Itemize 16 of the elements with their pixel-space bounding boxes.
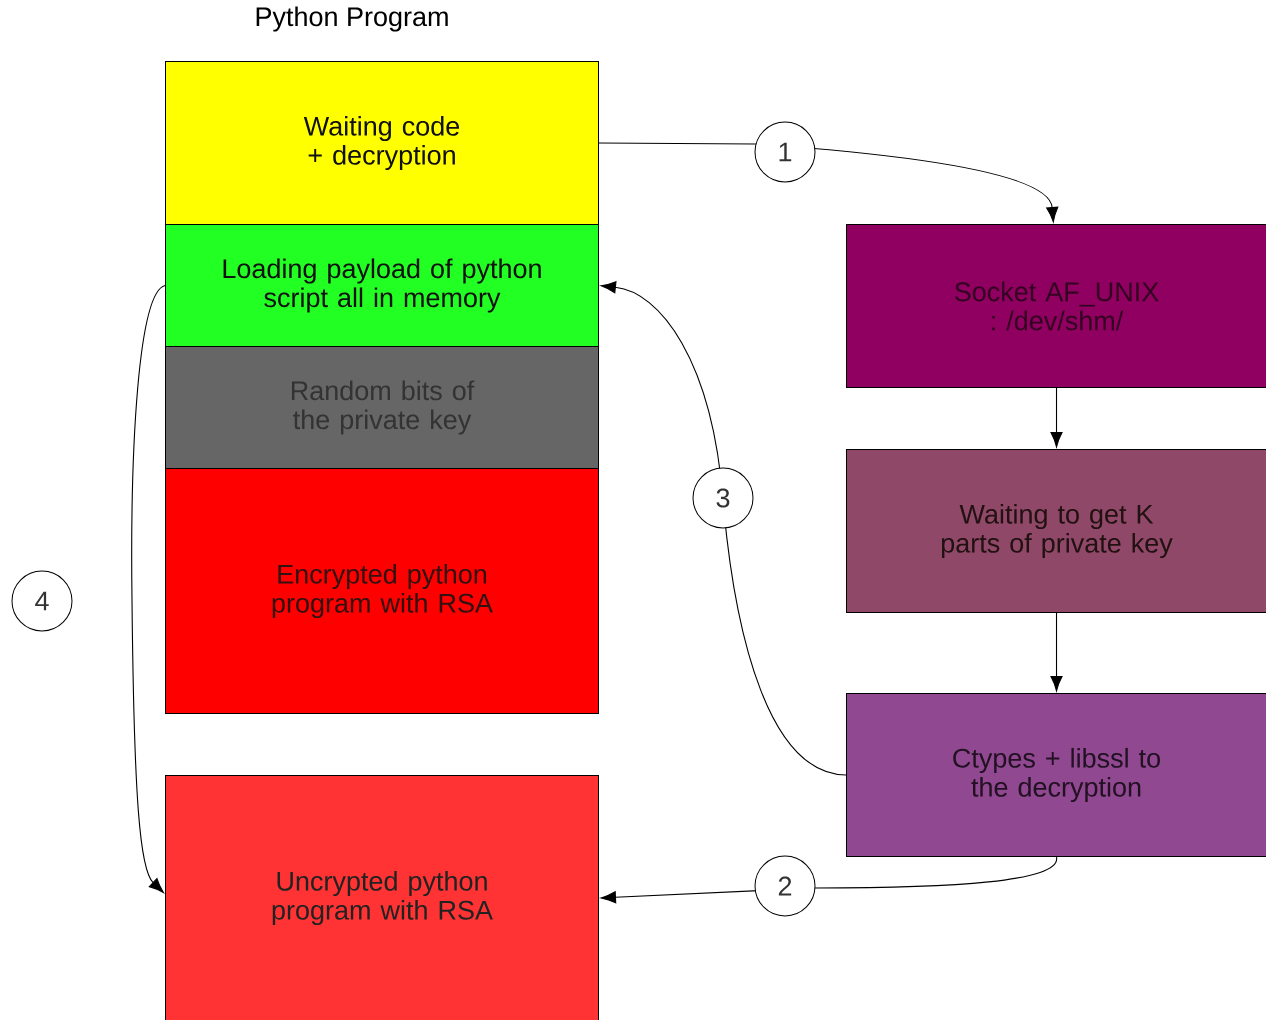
diagram-title: Python Program <box>256 6 448 32</box>
edge-label: 1 <box>754 121 816 183</box>
process-box: Waiting to get K parts of private key <box>846 449 1266 613</box>
arrow <box>1050 612 1063 692</box>
process-box: Encrypted python program with RSA <box>165 468 599 714</box>
process-box: Loading payload of python script all in memory <box>165 224 599 347</box>
process-box: Waiting code + decryption <box>165 61 599 225</box>
process-box: Ctypes + libssl to the decryption <box>846 693 1266 857</box>
arrow <box>1050 387 1063 448</box>
arrow <box>600 281 847 776</box>
process-box: Uncrypted python program with RSA <box>165 775 599 1020</box>
process-box: Socket AF_UNIX : /dev/shm/ <box>846 224 1266 388</box>
edge-label: 4 <box>11 570 73 632</box>
arrow <box>131 284 166 893</box>
edge-label: 2 <box>754 855 816 917</box>
edge-label: 3 <box>692 467 754 529</box>
